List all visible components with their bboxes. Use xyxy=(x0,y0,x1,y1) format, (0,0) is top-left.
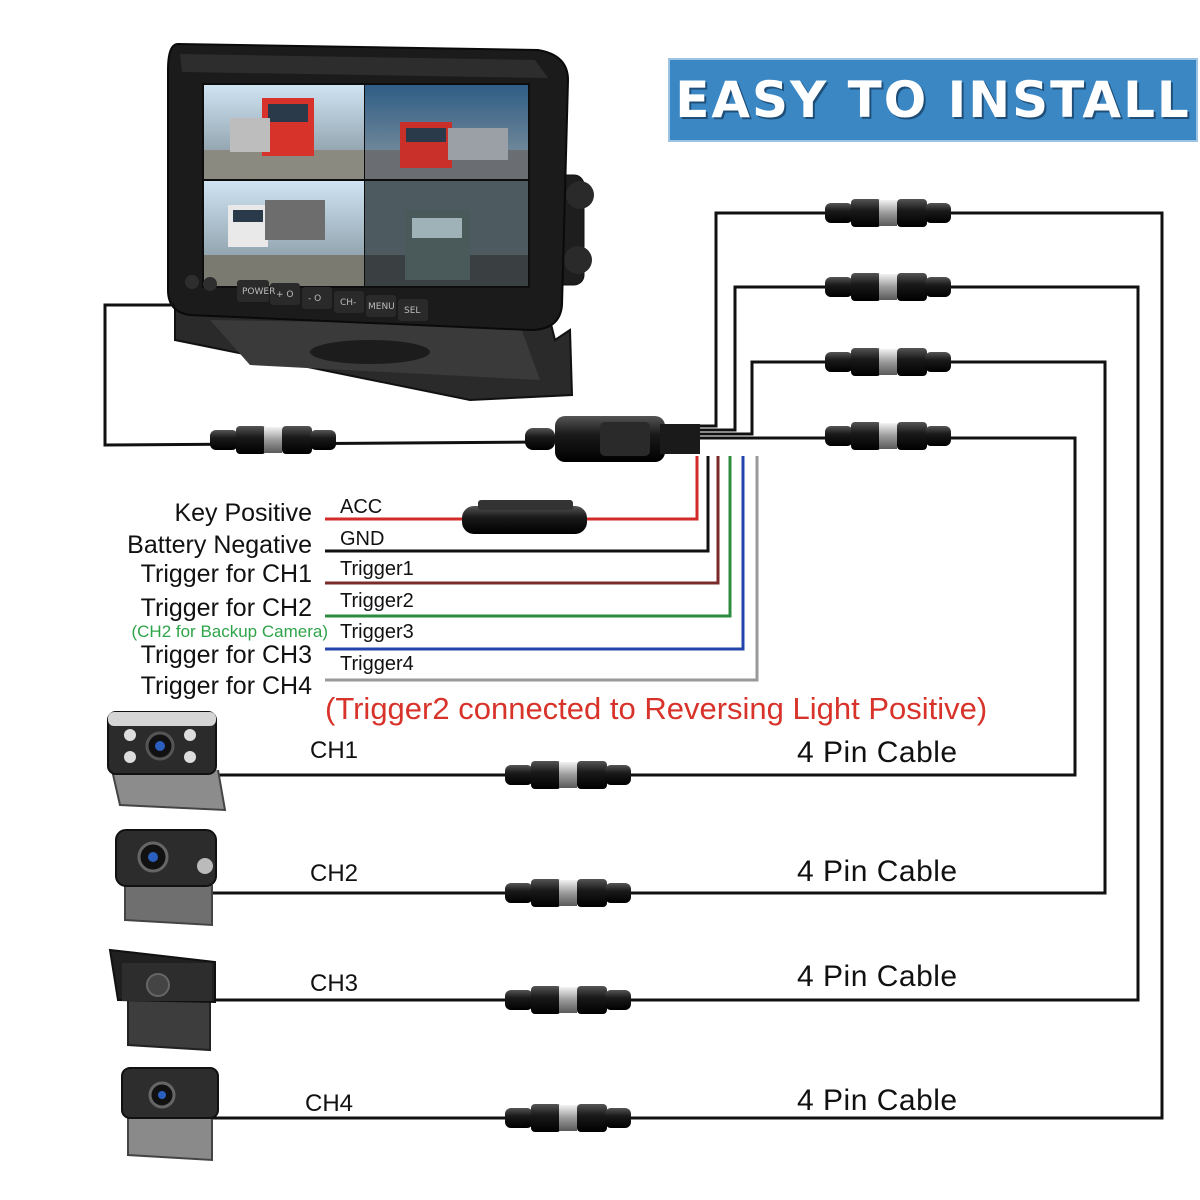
camera-ch4 xyxy=(121,1067,219,1162)
ch1-extension-connector xyxy=(825,422,951,450)
gnd-wire-label: GND xyxy=(340,528,385,550)
reversing-light-note: (Trigger2 connected to Reversing Light P… xyxy=(325,691,988,726)
ch4-cable-label: 4 Pin Cable xyxy=(797,1084,958,1117)
ch4-extension-connector xyxy=(825,199,951,227)
ch3-cable-connector xyxy=(505,986,631,1014)
trigger-ch2-label: Trigger for CH2 xyxy=(140,594,312,622)
monitor-button-row: POWER + O - O CH- MENU SEL xyxy=(185,275,428,321)
ch3-cable-label: 4 Pin Cable xyxy=(797,960,958,993)
ch2-extension-connector xyxy=(825,348,951,376)
trigger-ch1-label: Trigger for CH1 xyxy=(140,560,312,588)
ch1-cable-label: 4 Pin Cable xyxy=(797,736,958,769)
ch1-cable-connector xyxy=(505,761,631,789)
monitor: POWER + O - O CH- MENU SEL xyxy=(167,42,594,402)
ch2-cable-connector xyxy=(505,879,631,907)
acc-wire-label: ACC xyxy=(340,496,383,518)
ch4-label: CH4 xyxy=(305,1090,354,1117)
volume-down-button-label: - O xyxy=(308,294,321,304)
ch4-cable-connector xyxy=(505,1104,631,1132)
select-button-label: SEL xyxy=(404,306,420,316)
camera-ch2 xyxy=(115,829,217,927)
key-positive-label: Key Positive xyxy=(174,499,312,527)
camera-lens-icon xyxy=(146,973,170,997)
fuse-holder xyxy=(462,500,587,534)
ch3-label: CH3 xyxy=(310,970,359,997)
menu-button-label: MENU xyxy=(368,302,395,312)
camera-ch1 xyxy=(107,711,227,812)
ch1-label: CH1 xyxy=(310,737,359,764)
trigger4-wire-label: Trigger4 xyxy=(340,653,414,675)
easy-to-install-banner: EASY TO INSTALL xyxy=(668,58,1198,142)
channel-button-label: CH- xyxy=(340,298,356,308)
trigger3-wire-label: Trigger3 xyxy=(340,621,414,643)
trigger2-wire-label: Trigger2 xyxy=(340,590,414,612)
banner-title: EASY TO INSTALL xyxy=(675,71,1191,129)
monitor-cable-connector xyxy=(210,426,336,454)
camera-ch3 xyxy=(108,948,216,1052)
power-button-label: POWER xyxy=(242,287,275,297)
trigger-wires xyxy=(325,456,759,682)
battery-negative-label: Battery Negative xyxy=(127,531,312,559)
trigger-ch3-label: Trigger for CH3 xyxy=(140,641,312,669)
trigger-ch4-label: Trigger for CH4 xyxy=(140,672,312,700)
ch2-backup-note: (CH2 for Backup Camera) xyxy=(131,622,328,641)
ch3-extension-connector xyxy=(825,273,951,301)
splitter-harness xyxy=(525,416,700,462)
volume-up-button-label: + O xyxy=(276,290,294,300)
ch2-cable-label: 4 Pin Cable xyxy=(797,855,958,888)
trigger1-wire-label: Trigger1 xyxy=(340,558,414,580)
ch2-label: CH2 xyxy=(310,860,359,887)
